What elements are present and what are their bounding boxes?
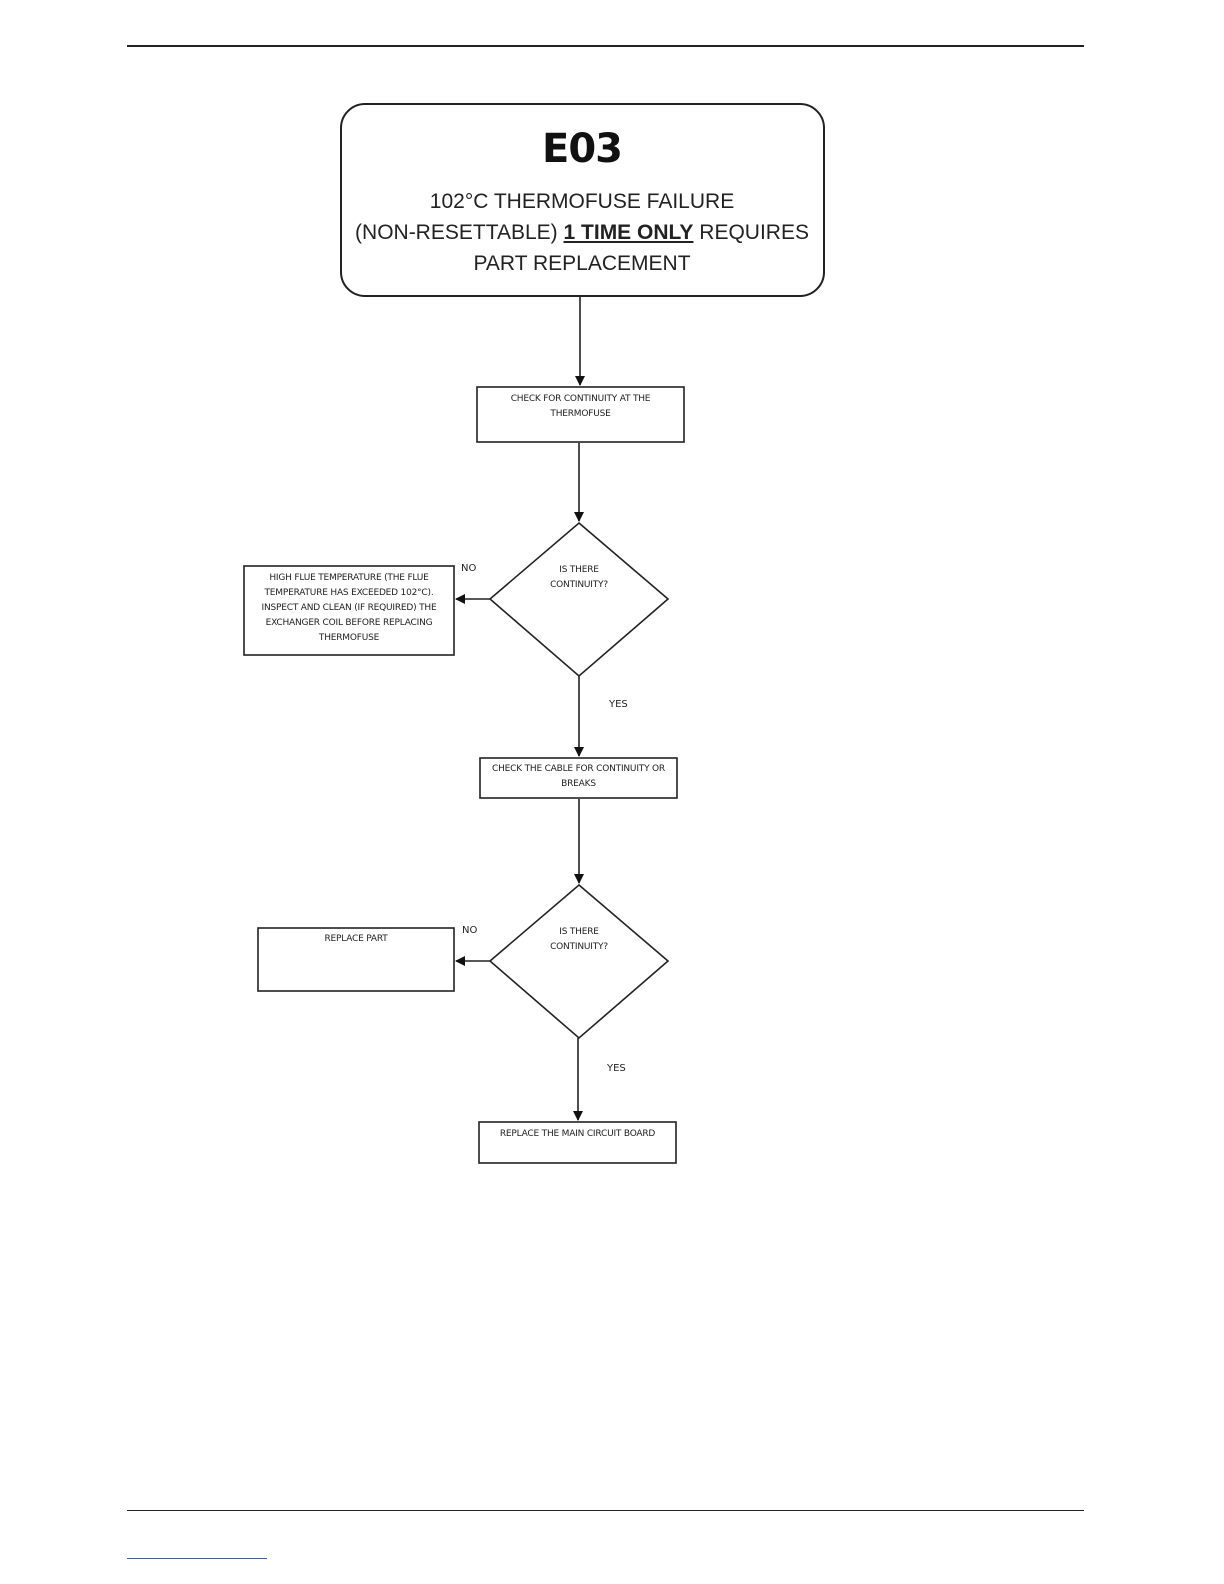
header-line-2-emphasis: 1 TIME ONLY: [563, 221, 694, 244]
header-content: E03 102°C THERMOFUSE FAILURE (NON-RESETT…: [342, 106, 822, 294]
header-line-2: (NON-RESETTABLE) 1 TIME ONLY REQUIRES: [342, 217, 822, 248]
decision-1-diamond: [488, 521, 670, 678]
header-line-2-after: REQUIRES: [699, 221, 809, 244]
header-line-2-before: (NON-RESETTABLE): [355, 221, 558, 244]
footer-link-underline[interactable]: [127, 1558, 267, 1559]
high-flue-box: [243, 565, 455, 656]
yes-label-2: YES: [607, 1063, 626, 1074]
header-box: [340, 103, 825, 297]
check-cable-box: [479, 757, 678, 799]
footer-rule: [127, 1510, 1084, 1511]
replace-board-box: [478, 1121, 677, 1164]
check-cable-text: CHECK THE CABLE FOR CONTINUITY OR BREAKS: [492, 764, 665, 789]
replace-part-text: REPLACE PART: [324, 934, 388, 944]
header-line-3: PART REPLACEMENT: [473, 252, 691, 275]
no-label-2: NO: [462, 925, 478, 936]
high-flue-text: HIGH FLUE TEMPERATURE (THE FLUE TEMPERAT…: [261, 573, 437, 643]
check-thermofuse-box: [476, 386, 685, 443]
header-line-1: 102°C THERMOFUSE FAILURE: [429, 190, 735, 213]
yes-label-1: YES: [609, 699, 628, 710]
no-label-1: NO: [461, 563, 477, 574]
header-rule: [127, 45, 1084, 47]
error-code: E03: [542, 126, 623, 172]
replace-part-box: [257, 927, 455, 992]
decision-2-diamond: [488, 883, 670, 1040]
decision-1-text: IS THERE CONTINUITY?: [550, 565, 608, 590]
replace-board-text: REPLACE THE MAIN CIRCUIT BOARD: [499, 1129, 656, 1139]
check-thermofuse-text: CHECK FOR CONTINUITY AT THE THERMOFUSE: [510, 394, 651, 419]
decision-2-text: IS THERE CONTINUITY?: [550, 927, 608, 952]
